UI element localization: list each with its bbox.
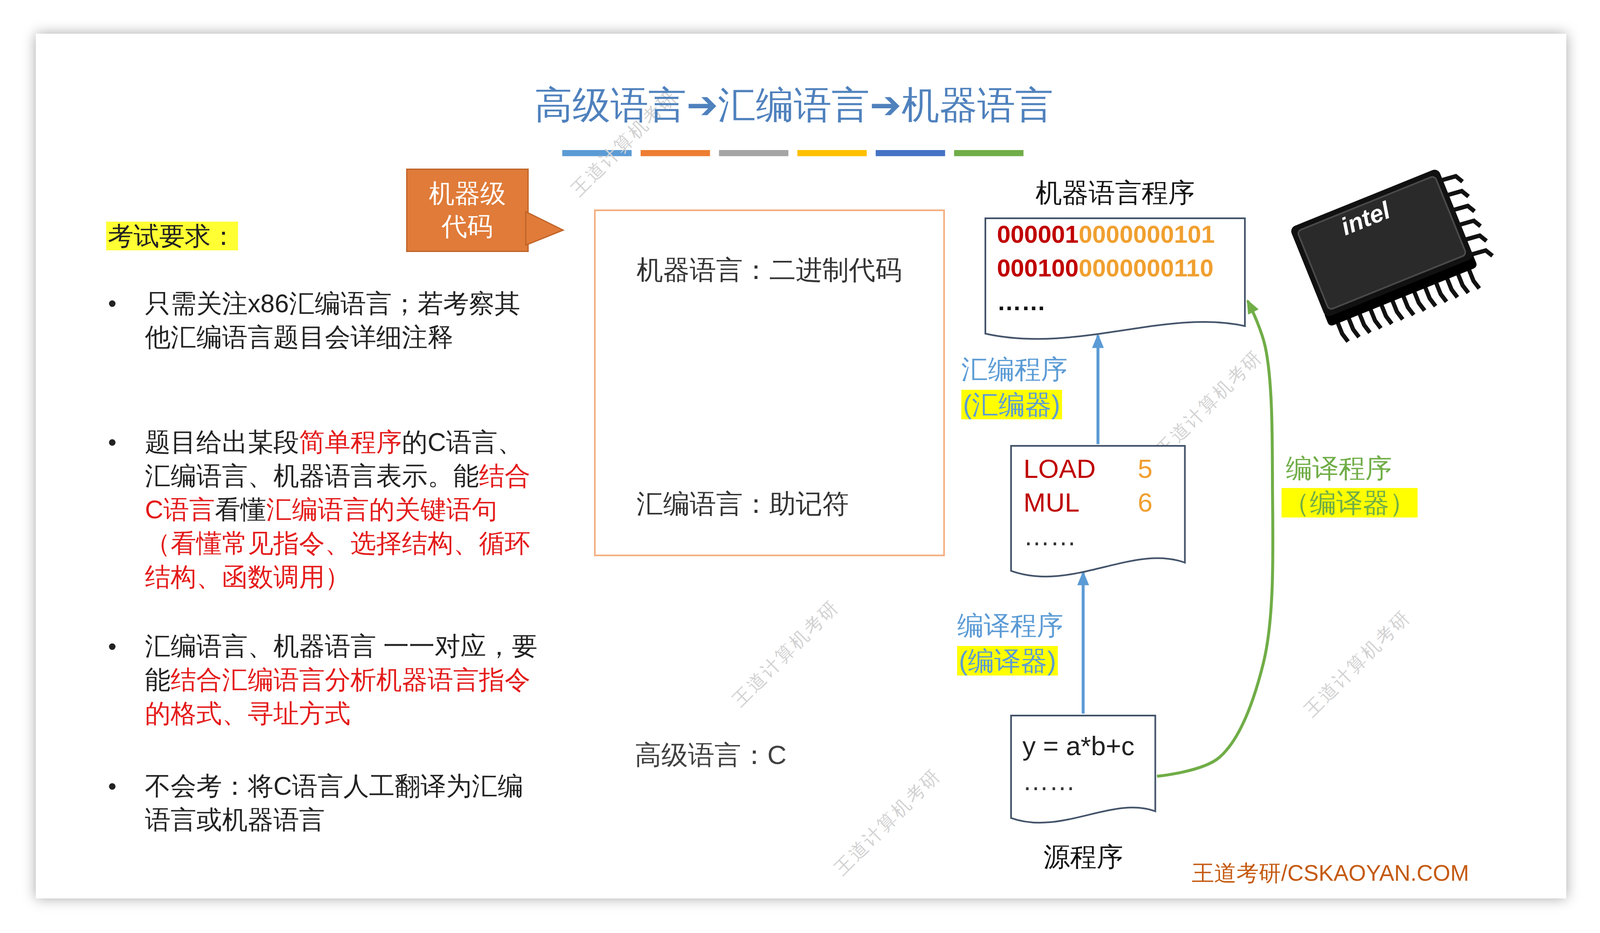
- node-text: MUL: [1023, 485, 1138, 520]
- edge-label: 编译程序: [1285, 453, 1392, 483]
- document-box: 00000100000001010001000000000110……机器语言程序: [984, 217, 1246, 344]
- node-text: 000100: [996, 254, 1079, 282]
- color-bar: [797, 149, 867, 157]
- document-line: LOAD5: [1023, 452, 1153, 486]
- document-outline-path: [985, 218, 1245, 339]
- document-content: 00000100000001010001000000000110……: [996, 217, 1215, 319]
- label-holder: 考试要求：: [106, 219, 239, 253]
- edge-label: 编译程序: [957, 610, 1064, 640]
- document-outline-path: [1011, 445, 1186, 577]
- document-line: ……: [1023, 519, 1153, 554]
- edge-label-holder: 汇编程序: [961, 352, 1068, 387]
- edge-label-holder: 编译程序: [957, 608, 1064, 643]
- bullet-paragraph: 不会考：将C语言人工翻译为汇编语言或机器语言: [144, 769, 538, 837]
- node-text: 0000000101: [1078, 220, 1215, 248]
- watermark: 王道计算机考研: [1151, 345, 1267, 461]
- chip-logo: intel: [1336, 196, 1394, 241]
- chip-top: [1297, 175, 1467, 311]
- tool-name: (编译器): [957, 645, 1058, 676]
- node-text: 6: [1137, 487, 1153, 517]
- edge-label-holder: 编译程序: [1285, 451, 1392, 486]
- bullet-paragraph: 只需关注x86汇编语言；若考察其他汇编语言题目会详细注释: [144, 286, 538, 355]
- bullet-dot: [109, 438, 116, 446]
- requirement-text: 结合汇编语言分析机器语言指令的格式、寻址方式: [144, 665, 531, 728]
- label-holder: 王道计算机考研: [829, 762, 947, 881]
- chip-body: [1289, 168, 1475, 319]
- bullet-dot: [109, 783, 116, 790]
- color-bars: [562, 149, 1024, 157]
- bullet-paragraph: 题目给出某段简单程序的C语言、汇编语言、机器语言表示。能结合C语言看懂汇编语言的…: [144, 425, 538, 594]
- bullet-dot: [109, 300, 116, 308]
- document-line: ……: [1022, 763, 1135, 798]
- watermark: 王道计算机考研: [728, 595, 843, 711]
- document-line: MUL6: [1023, 485, 1153, 520]
- node-text: 源程序: [979, 839, 1187, 875]
- node-text: ……: [996, 287, 1046, 316]
- label-holder: 王道计算机考研: [1150, 344, 1268, 462]
- document-content: y = a*b+c ……: [1022, 728, 1135, 798]
- process-arrow: [1096, 335, 1100, 445]
- document-line: ……: [996, 284, 1215, 319]
- label-holder: (编译器): [957, 643, 1058, 679]
- color-bar: [719, 149, 789, 157]
- color-bar: [875, 149, 946, 157]
- label-holder: 高级语言：C: [634, 737, 787, 773]
- bullet-dot: [109, 643, 116, 651]
- callout-pointer-shape: [525, 211, 564, 245]
- requirement-text: 简单程序: [299, 427, 402, 457]
- callout-pointer: [527, 169, 569, 254]
- watermark: 王道计算机考研: [830, 764, 945, 879]
- requirement-text: 只需关注x86汇编语言；若考察其他汇编语言题目会详细注释: [144, 288, 521, 352]
- node-text: ……: [1022, 765, 1076, 796]
- footer-credit: 王道考研/CSKAOYAN.COM: [1191, 860, 1469, 886]
- node-text: 机器语言程序: [984, 175, 1246, 211]
- bullet-paragraph: 汇编语言、机器语言 一一对应，要能结合汇编语言分析机器语言指令的格式、寻址方式: [144, 629, 538, 731]
- document-content: LOAD5MUL6……: [1023, 452, 1153, 554]
- requirement-text: 看懂: [214, 494, 267, 524]
- document-outline-path: [1011, 715, 1156, 823]
- node-text: 000001: [996, 220, 1079, 248]
- tool-name: (汇编器): [961, 389, 1063, 420]
- color-bar: [640, 149, 711, 157]
- label-holder: （编译器）: [1281, 485, 1418, 521]
- watermark: 王道计算机考研: [1300, 605, 1415, 721]
- concept-box: 机器语言：二进制代码汇编语言：助记符: [593, 209, 945, 557]
- document-box: y = a*b+c……源程序: [1010, 714, 1156, 827]
- document-box: LOAD5MUL6……: [1010, 444, 1186, 582]
- slide-title: 高级语言➔汇编语言➔机器语言: [534, 83, 1053, 126]
- tool-name: （编译器）: [1281, 487, 1418, 518]
- document-line: 0001000000000110: [996, 251, 1215, 285]
- node-text: 0000000110: [1078, 254, 1214, 282]
- requirement-text: 不会考：将C语言人工翻译为汇编语言或机器语言: [144, 771, 524, 834]
- process-arrow: [1081, 572, 1085, 714]
- label-holder: 王道计算机考研: [727, 594, 845, 712]
- node-text: LOAD: [1023, 452, 1138, 486]
- cpu-chip: [1289, 161, 1502, 346]
- node-text: 汇编语言：助记符: [636, 486, 849, 522]
- label-holder: 王道计算机考研: [1298, 604, 1416, 723]
- edge-label: 汇编程序: [961, 354, 1068, 384]
- node-text: 机器级代码: [428, 177, 507, 243]
- label-holder: 王道考研/CSKAOYAN.COM: [1191, 858, 1469, 888]
- title-row: 高级语言➔汇编语言➔机器语言: [0, 80, 1588, 130]
- node-text: 机器语言：二进制代码: [636, 252, 902, 288]
- document-line: 0000010000000101: [996, 217, 1215, 252]
- label-holder: (汇编器): [961, 387, 1063, 423]
- section-heading: 考试要求：: [106, 221, 239, 251]
- node-text: 5: [1137, 453, 1153, 484]
- label-holder: intel: [1335, 194, 1395, 243]
- requirement-text: 题目给出某段: [144, 427, 300, 457]
- callout-box: 机器级代码: [406, 168, 529, 253]
- bullet-dots: [109, 300, 116, 790]
- color-bar: [954, 149, 1024, 157]
- node-text: y = a*b+c: [1022, 730, 1135, 761]
- level-label: 高级语言：C: [634, 739, 787, 770]
- node-text: ……: [1023, 521, 1077, 551]
- document-line: y = a*b+c: [1022, 728, 1135, 763]
